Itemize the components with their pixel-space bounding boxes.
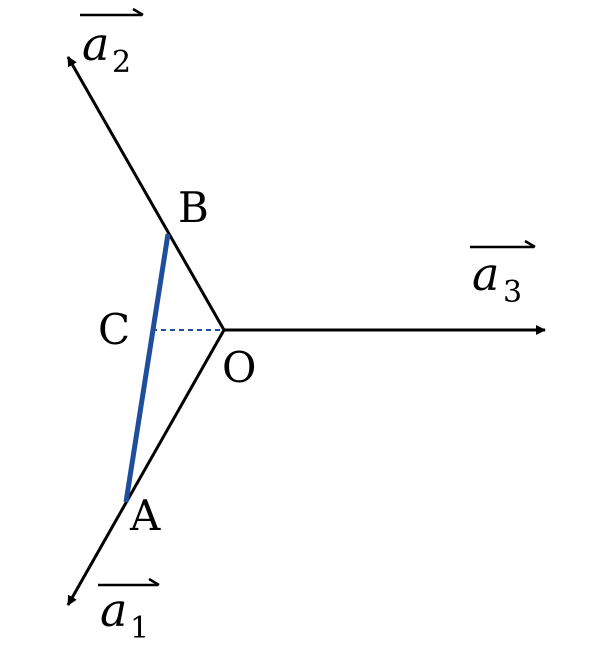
- vector-base-a2: a: [82, 17, 109, 71]
- vector-label-a1: a 1: [98, 577, 160, 646]
- vector-arrow-a3: [524, 239, 536, 249]
- vector-base-a1: a: [100, 583, 127, 637]
- point-label-a: A: [129, 491, 161, 540]
- vector-arrow-a1: [148, 577, 160, 587]
- segment-ab: [123, 233, 171, 503]
- vector-base-a3: a: [472, 247, 499, 301]
- vector-sub-a2: 2: [112, 45, 131, 80]
- point-label-c: C: [98, 305, 130, 354]
- vector-label-a3: a 3: [470, 239, 536, 310]
- point-label-o: O: [222, 343, 256, 392]
- point-label-b: B: [178, 183, 209, 232]
- vector-sub-a1: 1: [130, 611, 149, 646]
- ray-a2: [66, 56, 226, 331]
- ray-a1: [66, 329, 226, 606]
- vector-label-a2: a 2: [80, 7, 144, 80]
- vector-arrow-a2: [132, 7, 144, 17]
- vector-sub-a3: 3: [503, 275, 522, 310]
